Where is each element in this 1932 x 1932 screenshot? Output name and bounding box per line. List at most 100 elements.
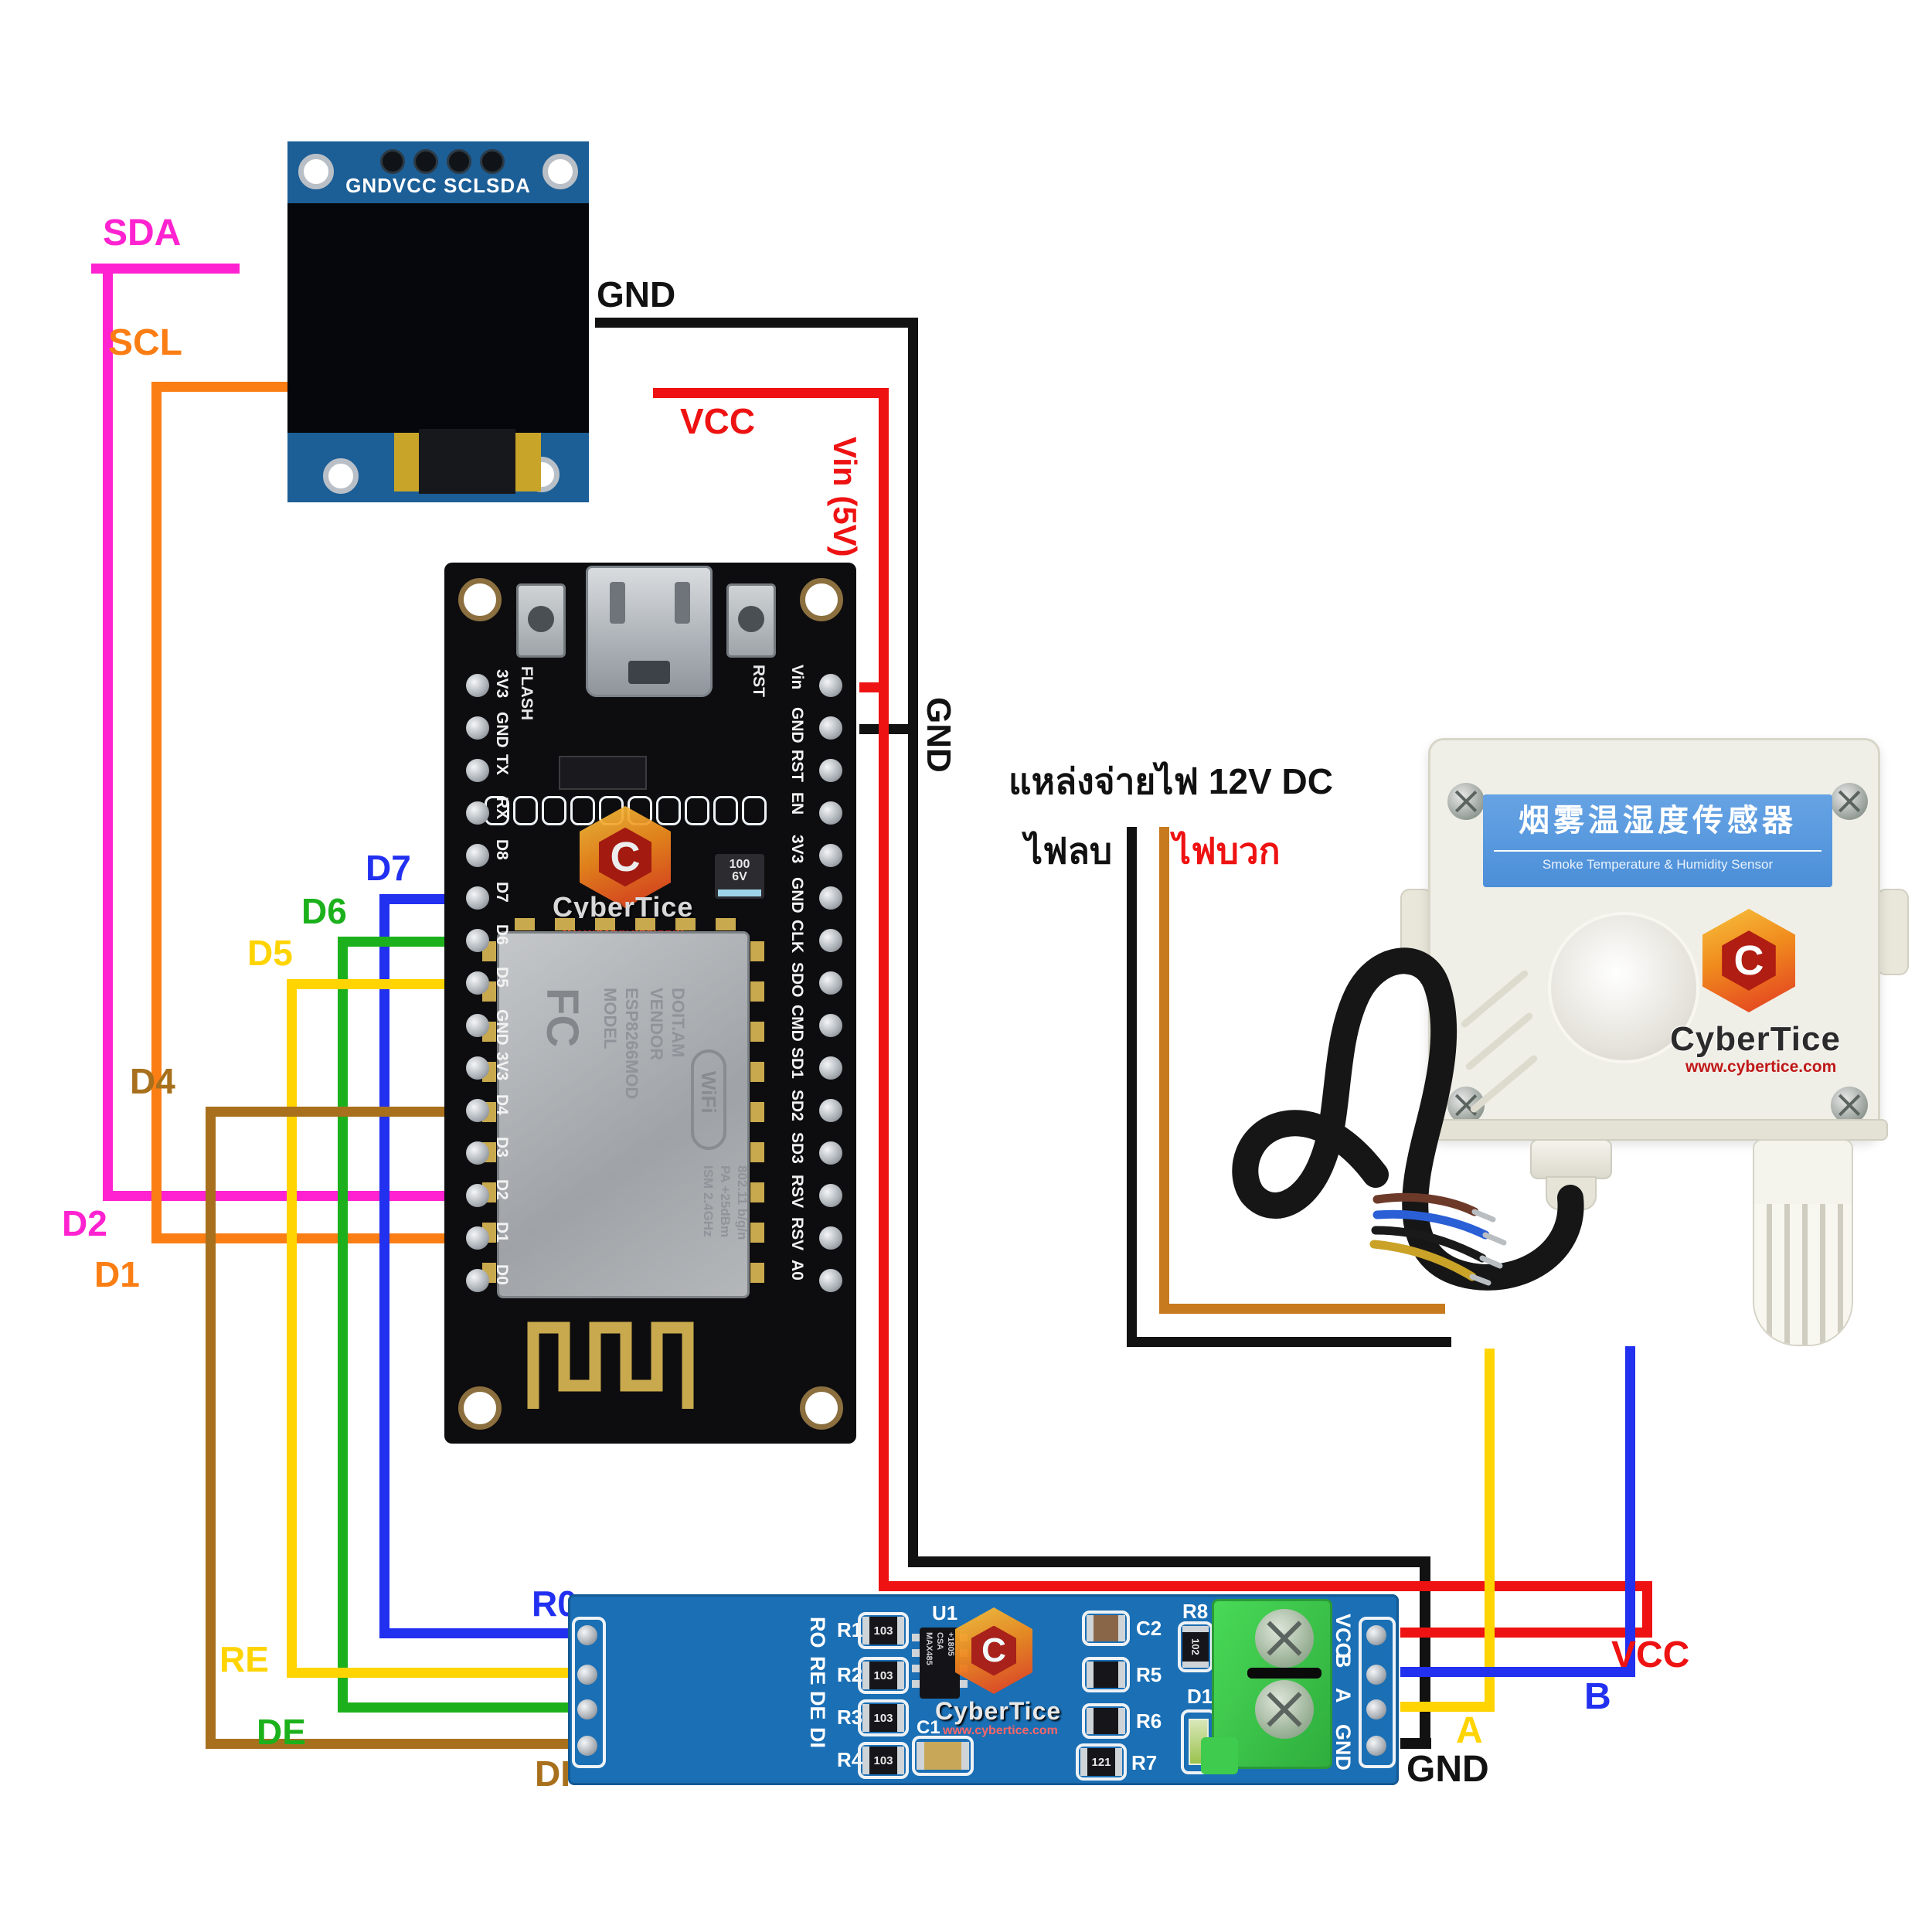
ref-r7: R7: [1131, 1751, 1158, 1774]
gpio-silk-frame: [542, 796, 566, 825]
wire-psu-negative: [1127, 1337, 1451, 1347]
label-re: RE: [219, 1639, 269, 1679]
capacitor-100-6v: 100 6V: [715, 854, 764, 899]
label-d4: D4: [130, 1061, 175, 1101]
gpio-silk-frame: [713, 796, 738, 825]
nodemcu-pin-3V3-pad: [466, 1056, 489, 1080]
nodemcu-pin-D8-pad: [466, 844, 489, 867]
ref-c1: C1: [917, 1717, 940, 1738]
nodemcu-pin-RX-pad: [466, 801, 489, 825]
terminal-screw: [1255, 1680, 1314, 1739]
nodemcu-pin-D7-pad: [466, 886, 489, 910]
wire-d7-ro: [379, 894, 389, 1638]
nodemcu-pin-GND-pad: [819, 716, 842, 740]
label-rs485-a: A: [1456, 1710, 1483, 1751]
nodemcu-pin-RSV-label: RSV: [788, 1175, 806, 1209]
resistor-r4: 103: [862, 1747, 904, 1774]
usb-serial-chip: [559, 756, 647, 790]
nodemcu-pin-D8-label: D8: [493, 839, 511, 860]
rst-button-label: RST: [750, 665, 767, 697]
rs485-pin-A-label: A: [1332, 1688, 1355, 1703]
pcb-antenna-icon: [527, 1321, 694, 1409]
nodemcu-pin-EN-label: EN: [788, 792, 806, 815]
label-d5: D5: [247, 933, 293, 973]
psu-title: แหล่งจ่ายไฟ 12V DC: [1009, 761, 1333, 801]
nodemcu-pin-CLK-label: CLK: [788, 920, 806, 954]
sensor-screw: [1831, 783, 1868, 820]
oled-pin-header: GNDVCC SCLSDA: [345, 174, 531, 197]
wire-a: [1400, 1702, 1495, 1712]
nodemcu-pin-SD2-label: SD2: [788, 1090, 806, 1121]
wire-d5-re: [287, 1668, 587, 1678]
wire-d4-di: [206, 1107, 216, 1749]
rs485-pin-B-pad: [1366, 1665, 1386, 1685]
gpio-silk-frame: [685, 796, 709, 825]
flash-button: [516, 583, 566, 658]
gpio-silk-frame: [513, 796, 538, 825]
nodemcu-pin-GND-label: GND: [493, 712, 511, 748]
wire-gnd: [908, 318, 918, 1566]
nodemcu-pin-GND-label: GND: [788, 877, 806, 913]
oled-module: GNDVCC SCLSDA: [287, 141, 589, 502]
nodemcu-pin-3V3-label: 3V3: [493, 1052, 511, 1081]
nodemcu-pin-GND-pad: [819, 886, 842, 910]
rs485-pin-RO-pad: [577, 1625, 597, 1645]
rs485-pin-DE-label: DE: [806, 1691, 829, 1720]
wire-psu-negative: [1127, 827, 1137, 1346]
nodemcu-hole: [800, 1386, 843, 1430]
wire-scl: [151, 382, 290, 392]
shield-model-value: ESP8266MOD: [622, 988, 641, 1100]
rst-button: [726, 583, 776, 658]
label-rs485-vcc: VCC: [1611, 1634, 1690, 1675]
nodemcu-pin-D6-label: D6: [493, 924, 511, 945]
sensor-title-en: Smoke Temperature & Humidity Sensor: [1542, 857, 1774, 872]
gpio-silk-row: [485, 796, 767, 827]
wire-scl: [151, 382, 162, 1243]
wire-vcc: [653, 388, 889, 398]
wire-d5-re: [287, 979, 476, 989]
wire-vcc: [859, 682, 889, 692]
label-vin-5v: Vin (5V): [827, 437, 863, 557]
cybertice-logo-icon: C: [580, 806, 671, 908]
resistor-r5: [1087, 1662, 1125, 1688]
wire-sda: [91, 264, 240, 274]
nodemcu-pin-GND-pad: [466, 716, 489, 740]
capacitor-voltage: 6V: [732, 870, 747, 883]
nodemcu-pin-SD1-label: SD1: [788, 1047, 806, 1079]
nodemcu-pin-D5-label: D5: [493, 967, 511, 988]
gpio-silk-frame: [570, 796, 595, 825]
sensor-tab: [1876, 889, 1909, 975]
nodemcu-pin-RST-pad: [819, 759, 842, 782]
nodemcu-pin-RST-label: RST: [788, 750, 806, 782]
ref-u1: U1: [932, 1601, 958, 1624]
rs485-pin-RE-label: RE: [806, 1656, 829, 1685]
rs485-pin-A-pad: [1366, 1699, 1386, 1719]
wifi-logo-icon: WiFi: [691, 1049, 726, 1150]
nodemcu-pin-D4-pad: [466, 1099, 489, 1122]
nodemcu-pin-RSV-pad: [819, 1226, 842, 1250]
terminal-tab: [1201, 1737, 1238, 1774]
resistor-r3: 103: [862, 1704, 904, 1732]
nodemcu-hole: [800, 578, 843, 621]
label-di: DI: [535, 1753, 570, 1794]
wire-gnd: [595, 318, 918, 328]
label-oled-vcc: VCC: [680, 401, 756, 441]
nodemcu-pin-D1-label: D1: [493, 1222, 511, 1243]
wire-d4-di: [206, 1739, 587, 1749]
wire-psu-positive: [1159, 1304, 1445, 1314]
nodemcu-pin-A0-pad: [819, 1269, 842, 1292]
nodemcu-pin-GND-label: GND: [493, 1009, 511, 1046]
nodemcu-pin-Vin-label: Vin: [788, 665, 806, 690]
chip-part-number: MAX485: [924, 1632, 934, 1665]
nodemcu-pin-D5-pad: [466, 971, 489, 995]
sensor-screw: [1447, 783, 1485, 820]
nodemcu-pin-EN-pad: [819, 801, 842, 825]
wire-d6-de: [338, 937, 476, 947]
nodemcu-pin-D7-label: D7: [493, 882, 511, 903]
shield-ism: ISM 2.4GHz: [701, 1165, 716, 1237]
micro-usb-port: [586, 566, 713, 697]
chip-suffix: CSA: [935, 1632, 944, 1651]
nodemcu-pin-TX-label: TX: [493, 754, 511, 775]
wire-d6-de: [338, 1702, 587, 1713]
